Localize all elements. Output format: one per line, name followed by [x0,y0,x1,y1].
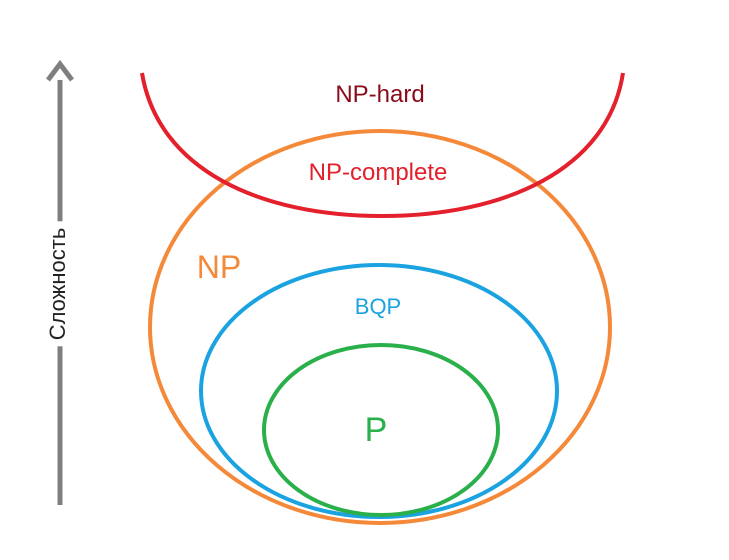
p-ellipse [262,343,500,517]
bqp-label: BQP [354,294,402,319]
bqp-ellipse [199,263,559,519]
complexity-axis-arrowhead [46,59,74,82]
p-label: P [364,411,388,449]
np-complete-label: NP-complete [308,159,448,186]
np-hard-label: NP-hard [335,81,425,108]
np-hard-curve [140,72,625,219]
np-label: NP [196,249,242,285]
np-ellipse [148,129,612,525]
complexity-axis-label: Сложность [45,221,71,347]
